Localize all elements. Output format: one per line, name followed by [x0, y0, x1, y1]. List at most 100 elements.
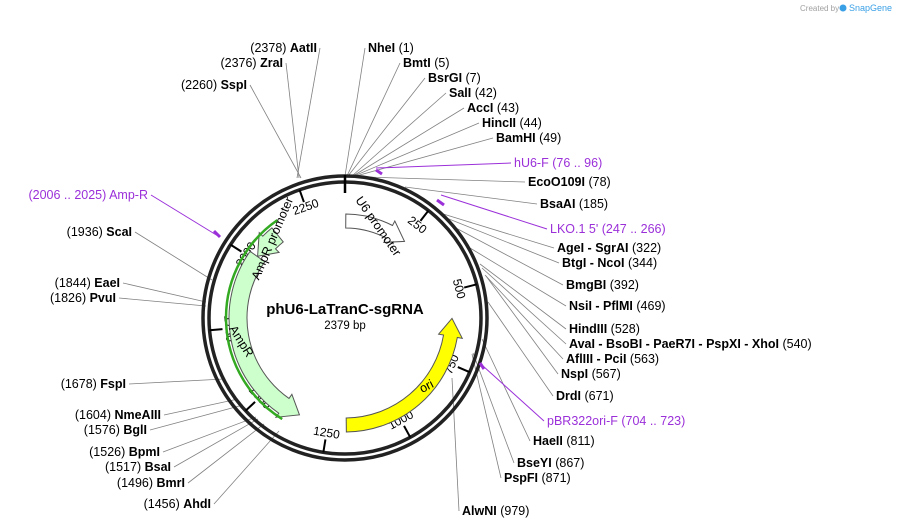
primer-mark-pbr322ori-f — [478, 362, 486, 370]
leader-line — [472, 352, 515, 464]
feature-arrows — [224, 213, 464, 433]
tick-label: 2250 — [291, 196, 321, 218]
feature-label-ori: ori — [417, 377, 436, 396]
primer-mark-hu6-f — [375, 168, 383, 176]
site-label-bgli[interactable]: (1576) BglI — [84, 423, 147, 437]
tick-mark — [463, 283, 478, 289]
site-label-scai[interactable]: (1936) ScaI — [67, 225, 132, 239]
label-leader-lines — [118, 47, 567, 512]
site-label-btgi-ncoi[interactable]: BtgI - NcoI (344) — [562, 256, 657, 270]
leader-line — [344, 47, 366, 177]
leader-line — [122, 282, 207, 303]
leader-line — [352, 107, 465, 177]
leader-line — [296, 47, 321, 179]
site-label-acci[interactable]: AccI (43) — [467, 101, 519, 115]
site-label-bmri[interactable]: (1496) BmrI — [117, 476, 185, 490]
leader-line — [355, 137, 494, 177]
tick-mark — [244, 401, 256, 412]
leader-line — [485, 275, 559, 375]
leader-line — [487, 301, 554, 397]
site-label-bsai[interactable]: (1517) BsaI — [105, 460, 171, 474]
snapgene-brand: Created by SnapGene — [800, 3, 892, 13]
site-labels: (2378) AatII(2376) ZraI (2260) SspI NheI (… — [50, 41, 812, 518]
primer-leader — [482, 365, 545, 422]
primer-label-amp-r[interactable]: (2006 .. 2025) Amp-R — [28, 188, 148, 202]
site-label-pspfi[interactable]: PspFI (871) — [504, 471, 571, 485]
site-label-nmeaiii[interactable]: (1604) NmeAIII — [75, 408, 161, 422]
leader-line — [118, 297, 207, 307]
site-label-bmti[interactable]: BmtI (5) — [403, 56, 450, 70]
leader-line — [484, 274, 564, 360]
feature-ori — [345, 317, 464, 433]
primer-leader-lines — [150, 162, 548, 422]
site-label-bsaai[interactable]: BsaAI (185) — [540, 197, 608, 211]
leader-line — [365, 176, 526, 183]
primer-leader — [375, 162, 512, 169]
feature-ampr-promoter — [257, 227, 284, 257]
leader-line — [128, 378, 225, 385]
site-label-afliii-pcii[interactable]: AflIII - PciI (563) — [566, 352, 659, 366]
site-label-agei-sgrai[interactable]: AgeI - SgrAI (322) — [557, 241, 661, 255]
feature-u6-promoter — [345, 213, 406, 243]
tick-mark — [457, 366, 471, 374]
tick-mark — [403, 425, 412, 438]
site-label-bpmi[interactable]: (1526) BpmI — [89, 445, 160, 459]
tick-label: 250 — [405, 213, 430, 237]
site-label-hindiii[interactable]: HindIII (528) — [569, 322, 640, 336]
site-label-eaei[interactable]: (1844) EaeI — [55, 276, 120, 290]
site-label-nhei[interactable]: NheI (1) — [368, 41, 414, 55]
site-label-sali[interactable]: SalI (42) — [449, 86, 497, 100]
tick-label: 1250 — [312, 424, 341, 442]
site-label-bsrgi[interactable]: BsrGI (7) — [428, 71, 481, 85]
primer-mark-amp-r — [212, 229, 222, 239]
site-label-drdi[interactable]: DrdI (671) — [556, 389, 614, 403]
ampr-direction-bar — [224, 219, 283, 421]
leader-line — [353, 122, 480, 177]
site-label-zrai[interactable]: (2376) ZraI — [220, 56, 283, 70]
site-label-aatii[interactable]: (2378) AatII — [250, 41, 317, 55]
site-label-alwni[interactable]: AlwNI (979) — [462, 504, 529, 518]
leader-line — [479, 263, 567, 330]
site-label-ahdi[interactable]: (1456) AhdI — [144, 497, 211, 511]
tick-mark — [419, 209, 430, 222]
site-label-hincii[interactable]: HincII (44) — [482, 116, 542, 130]
leader-line — [347, 77, 426, 177]
primer-label-lko-1-5[interactable]: LKO.1 5' (247 .. 266) — [550, 222, 666, 236]
primer-label-hu6-f[interactable]: hU6-F (76 .. 96) — [514, 156, 602, 170]
leader-line — [162, 416, 257, 453]
leader-line — [404, 186, 538, 205]
leader-line — [173, 418, 259, 468]
brand-prefix: Created by — [800, 4, 839, 13]
site-label-fspi[interactable]: (1678) FspI — [61, 377, 126, 391]
primer-label-pbr322ori-f[interactable]: pBR322ori-F (704 .. 723) — [547, 414, 685, 428]
leader-line — [249, 84, 302, 179]
feature-ampr — [228, 250, 301, 418]
snapgene-logo-icon — [839, 4, 847, 12]
leader-line — [163, 398, 239, 416]
leader-line — [351, 92, 447, 177]
site-label-haeii[interactable]: HaeII (811) — [533, 434, 595, 448]
site-label-bamhi[interactable]: BamHI (49) — [496, 131, 561, 145]
site-label-ecoo109i[interactable]: EcoO109I (78) — [528, 175, 611, 189]
site-label-bseyi[interactable]: BseYI (867) — [517, 456, 584, 470]
tick-mark — [322, 439, 327, 453]
site-label-nspi[interactable]: NspI (567) — [561, 367, 621, 381]
leader-line — [481, 338, 531, 442]
leader-line — [469, 247, 567, 307]
backbone-inner-strand — [207, 180, 483, 456]
plasmid-name: phU6-LaTranC-sgRNA — [266, 301, 424, 318]
brand-name: SnapGene — [849, 3, 892, 13]
leader-line — [481, 267, 567, 345]
primer-leader — [150, 194, 219, 237]
leader-line — [346, 62, 401, 177]
primer-mark-lko-1-5 — [436, 198, 445, 207]
site-label-nsii-pflmi[interactable]: NsiI - PflMI (469) — [569, 299, 666, 313]
leader-line — [149, 404, 244, 431]
site-label-pvui[interactable]: (1826) PvuI — [50, 291, 116, 305]
site-label-sspi[interactable]: (2260) SspI — [181, 78, 247, 92]
site-label-avai-bsobi-paer7i-pspxi-xhoi[interactable]: AvaI - BsoBI - PaeR7I - PspXI - XhoI (54… — [569, 337, 812, 351]
tick-mark — [298, 189, 305, 203]
site-label-bmgbi[interactable]: BmgBI (392) — [566, 278, 639, 292]
leader-line — [187, 423, 265, 484]
leader-line — [134, 231, 213, 281]
